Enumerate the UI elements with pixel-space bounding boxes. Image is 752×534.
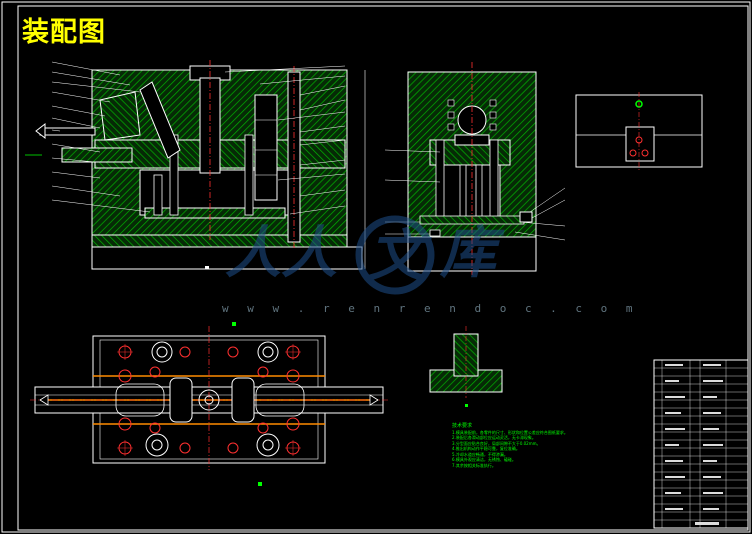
svg-text:人人: 人人 [225, 221, 337, 286]
technical-notes: 技术要求 1.模具装配前，各零件的尺寸、形状和位置公差应符合图纸要求。 2.装配… [452, 423, 657, 468]
side-section-view [384, 62, 566, 275]
inner-frame [17, 5, 749, 531]
note-line: 3.分型面应贴合良好，局部间隙不大于0.02mm。 [452, 440, 541, 446]
plan-view [30, 322, 390, 486]
drawing-title: 装配图 [22, 17, 106, 48]
section-detail [429, 326, 503, 407]
note-line: 5.冷却水道应畅通，不得渗漏。 [452, 451, 508, 457]
note-line: 6.模具外观应清洁，无锈蚀、磕碰。 [452, 457, 516, 462]
notes-heading: 技术要求 [452, 423, 473, 429]
note-line: 4.推出机构动作平稳可靠，复位准确。 [452, 446, 520, 451]
note-line: 7.其余按相关标准执行。 [452, 462, 496, 468]
watermark-logo: 人人 文 库 [225, 215, 505, 295]
watermark-url: w w w . r e n r e n d o c . c o m [222, 302, 639, 315]
detail-view-top-right [575, 92, 703, 172]
parts-list-table [653, 359, 749, 529]
svg-text:文: 文 [368, 224, 432, 289]
front-section-view [25, 60, 366, 270]
note-line: 1.模具装配前，各零件的尺寸、形状和位置公差应符合图纸要求。 [452, 429, 568, 435]
svg-text:库: 库 [439, 221, 505, 286]
note-line: 2.装配后各滑动部位应运动灵活，无卡滞现象。 [452, 435, 536, 440]
